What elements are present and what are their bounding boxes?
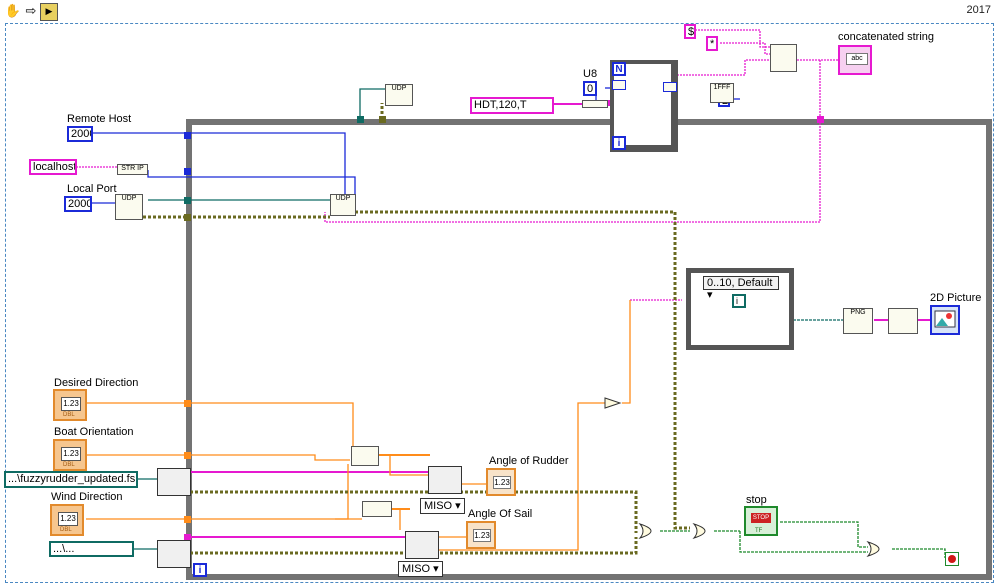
udp-text: UDP — [391, 85, 407, 92]
concat-strings-node[interactable] — [770, 44, 797, 72]
stop-label: stop — [746, 494, 767, 506]
miso-selector[interactable]: MISO ▾ — [420, 498, 465, 514]
dbl-display: 1.23 — [61, 397, 81, 411]
string-display: abc — [846, 53, 868, 65]
dollar-constant[interactable]: $ — [684, 24, 696, 39]
fuzzy-controller-node-2[interactable] — [405, 531, 439, 559]
run-arrow-icon[interactable]: ⇨ — [25, 3, 37, 18]
fuzzy-controller-node[interactable] — [428, 466, 462, 494]
picture-icon — [934, 310, 956, 328]
remote-host-label: Remote Host — [67, 113, 132, 125]
dbl-display: 1.23 — [61, 447, 81, 461]
fff-text: 1FFF — [713, 84, 731, 91]
star-constant[interactable]: * — [706, 36, 718, 51]
fuzzy-load-node[interactable] — [157, 468, 191, 496]
stop-dot-icon — [948, 555, 956, 563]
udp-open-node[interactable]: UDP — [115, 194, 143, 220]
for-index-node[interactable] — [612, 80, 626, 90]
picture-indicator[interactable] — [930, 305, 960, 335]
angle-rudder-label: Angle of Rudder — [489, 455, 569, 467]
for-loop-iteration: i — [612, 136, 626, 150]
fuzzy-load-node-2[interactable] — [157, 540, 191, 568]
udp-close-node[interactable]: UDP — [385, 84, 413, 106]
zero-constant[interactable]: 0 — [583, 81, 597, 96]
angle-rudder-indicator[interactable]: 1.23 — [486, 468, 516, 496]
wind-direction-label: Wind Direction — [51, 491, 123, 503]
png-text: PNG — [850, 309, 866, 316]
dbl-display: 1.23 — [58, 512, 78, 526]
concat-string-indicator[interactable]: abc — [838, 45, 872, 75]
miso-text: MISO — [402, 563, 431, 575]
hdt-constant[interactable]: HDT,120,T — [470, 97, 554, 114]
udp-write-node[interactable]: UDP — [330, 194, 356, 216]
case-selector-text: 0..10, Default — [707, 277, 773, 289]
for-tunnel-node[interactable] — [663, 82, 677, 92]
dbl-tag: DBL — [60, 527, 72, 533]
fis-path2-input[interactable]: ...\... — [49, 541, 134, 557]
case-selector[interactable]: 0..10, Default ▾ — [703, 276, 779, 301]
local-port-input[interactable]: 2000 — [64, 196, 92, 212]
u8-convert-node[interactable] — [582, 100, 608, 108]
draw-picture-node[interactable] — [888, 308, 918, 334]
hex-format-node[interactable]: 1FFF — [710, 83, 734, 103]
fis-path-input[interactable]: ...\fuzzyrudder_updated.fs — [4, 471, 138, 488]
case-index-constant[interactable]: i — [732, 294, 746, 308]
dbl-tag: DBL — [63, 462, 75, 468]
build-array-node[interactable] — [351, 446, 379, 466]
u8-label: U8 — [583, 68, 598, 80]
angle-sail-label: Angle Of Sail — [468, 508, 533, 520]
build-array-node-2[interactable] — [362, 501, 392, 517]
string-to-ip-node[interactable]: STR IP — [117, 164, 148, 175]
udp-text: UDP — [121, 195, 137, 202]
while-loop[interactable] — [186, 119, 992, 580]
for-loop-count: N — [612, 62, 626, 76]
version-label: 2017 — [966, 4, 991, 16]
case-structure[interactable]: 0..10, Default ▾ — [686, 268, 794, 350]
desired-direction-label: Desired Direction — [54, 377, 139, 389]
concat-string-label: concatenated string — [838, 31, 935, 43]
toolbar: ✋ ⇨ ▶ 2017 — [0, 0, 999, 22]
angle-sail-indicator[interactable]: 1.23 — [466, 521, 496, 549]
dbl-tag: DBL — [63, 412, 75, 418]
wind-direction-control[interactable]: 1.23 DBL — [50, 504, 84, 536]
num-display: 1.23 — [473, 529, 491, 542]
boat-orientation-control[interactable]: 1.23 DBL — [53, 439, 87, 471]
num-display: 1.23 — [493, 476, 511, 489]
local-port-label: Local Port — [67, 183, 117, 195]
diagram-frame — [5, 23, 994, 583]
picture-label: 2D Picture — [930, 292, 982, 304]
png-node[interactable]: PNG — [843, 308, 873, 334]
stop-condition-terminal — [945, 552, 959, 566]
loop-iteration-terminal: i — [193, 563, 207, 577]
desired-direction-control[interactable]: 1.23 DBL — [53, 389, 87, 421]
hand-icon[interactable]: ✋ — [4, 3, 22, 18]
miso-selector-2[interactable]: MISO ▾ — [398, 561, 443, 577]
stop-button[interactable]: STOP TF — [744, 506, 778, 536]
remote-host-input[interactable]: 2000 — [67, 126, 93, 142]
udp-text: UDP — [335, 195, 351, 202]
stop-text: STOP — [751, 513, 771, 523]
tf-tag: TF — [755, 528, 763, 534]
vi-icon[interactable]: ▶ — [40, 3, 58, 21]
miso-text: MISO — [424, 500, 453, 512]
localhost-input[interactable]: localhost — [29, 159, 77, 175]
boat-orientation-label: Boat Orientation — [54, 426, 134, 438]
